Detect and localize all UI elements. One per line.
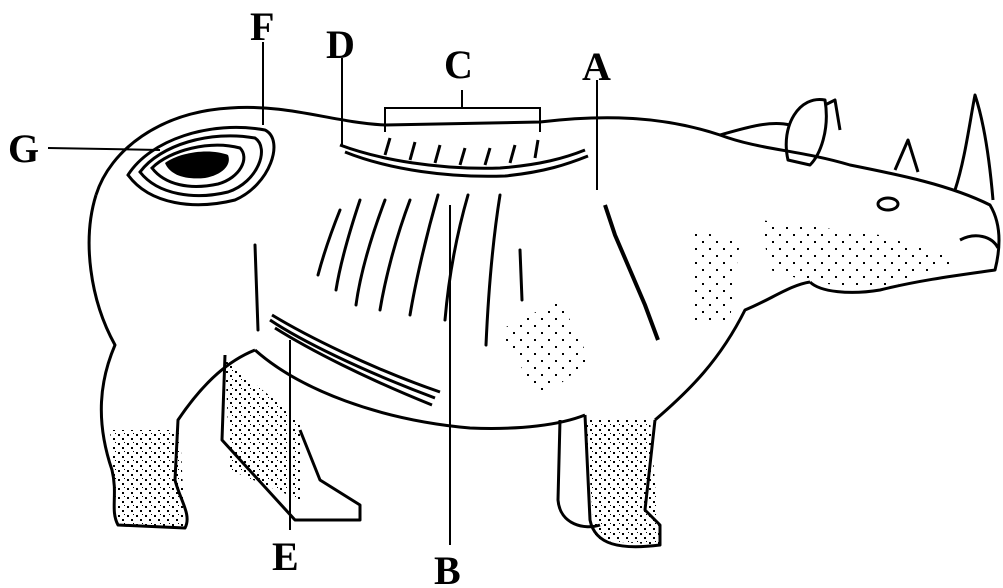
- label-f: F: [250, 4, 274, 49]
- rump-marking: [128, 127, 274, 204]
- label-d: D: [326, 22, 355, 67]
- label-c: C: [444, 42, 473, 87]
- label-a: A: [582, 44, 611, 89]
- shading: [110, 220, 960, 545]
- label-g: G: [8, 126, 39, 171]
- lower-fold: [270, 315, 440, 405]
- label-e: E: [272, 534, 299, 579]
- label-b: B: [434, 548, 461, 588]
- shoulder-fold: [605, 205, 658, 340]
- rib-stripes: [255, 195, 522, 345]
- back-fold: [340, 138, 588, 176]
